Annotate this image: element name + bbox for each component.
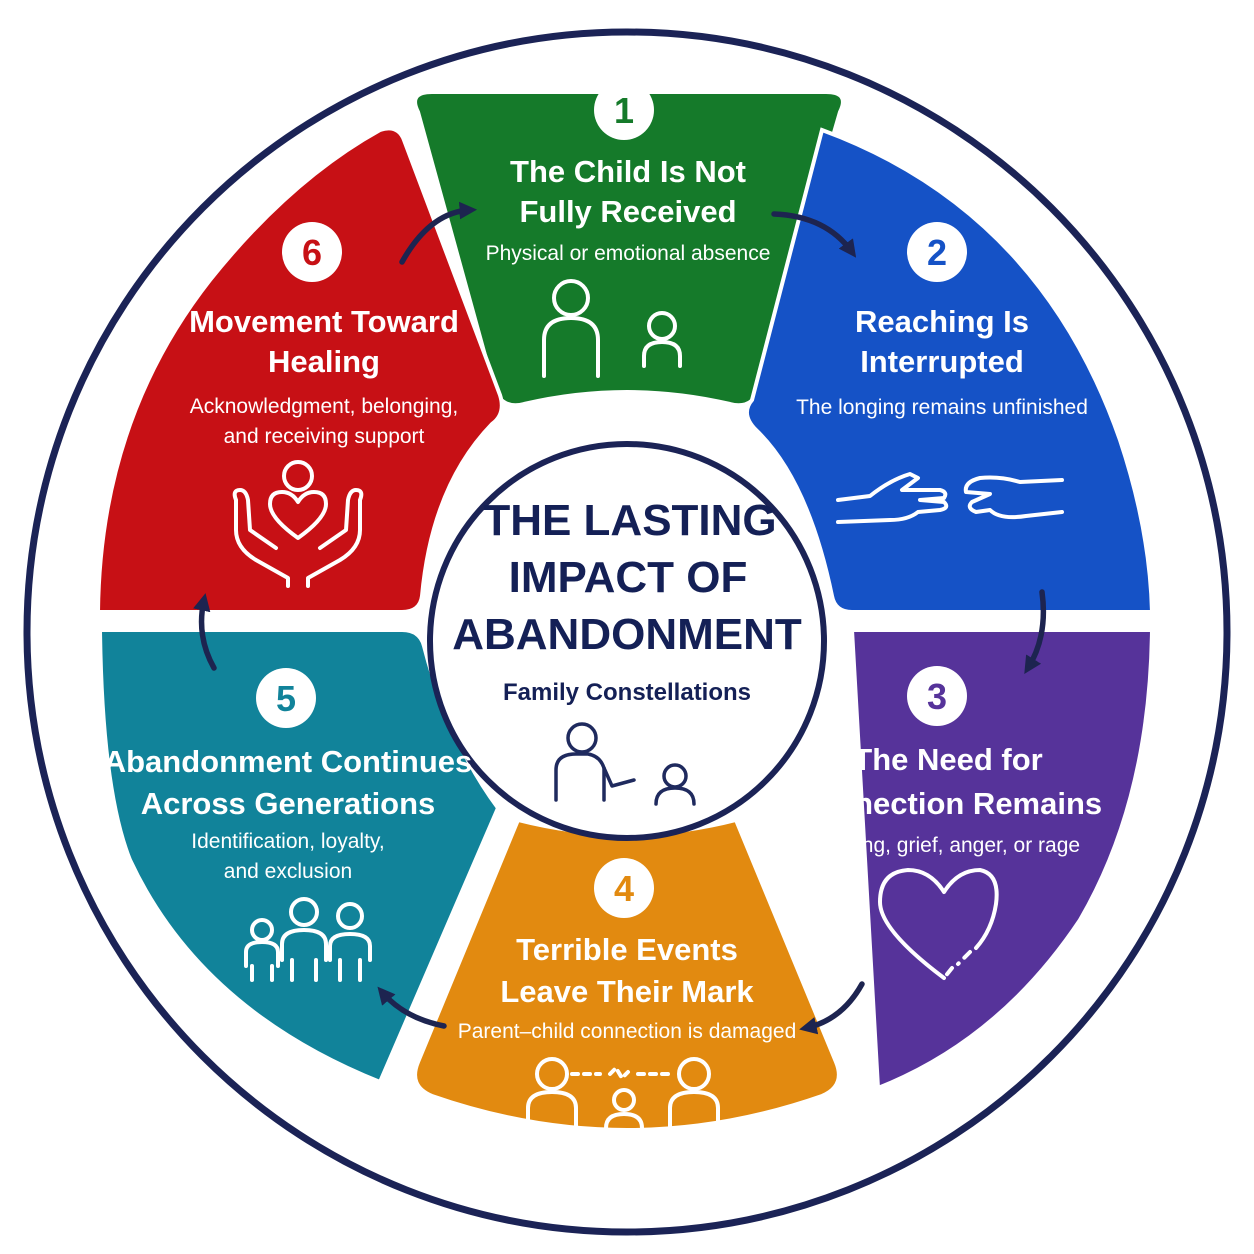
segment-1-subtitle-line-1: Physical or emotional absence bbox=[486, 242, 771, 265]
segment-2-title-line-1: Reaching Is bbox=[855, 304, 1029, 339]
center-title-line-2: IMPACT OF bbox=[509, 553, 748, 602]
segment-6-shape[interactable] bbox=[95, 126, 504, 614]
arrow-3-to-4 bbox=[799, 981, 865, 1035]
segment-4-number: 4 bbox=[614, 868, 634, 909]
segment-4-title-line-2: Leave Their Mark bbox=[500, 974, 754, 1009]
segment-2-title-line-2: Interrupted bbox=[860, 344, 1024, 379]
segment-4-badge bbox=[594, 858, 654, 918]
arrow-6-to-1 bbox=[399, 201, 478, 265]
segment-4-title-line-1: Terrible Events bbox=[516, 932, 738, 967]
segment-1-shape[interactable] bbox=[413, 90, 845, 408]
segment-2-badge bbox=[907, 222, 967, 282]
segment-3-badge bbox=[907, 666, 967, 726]
broken-family-link-icon bbox=[526, 1057, 720, 1140]
hands-holding-heart-icon bbox=[232, 460, 364, 588]
segment-6-subtitle-line-1: Acknowledgment, belonging, bbox=[190, 395, 459, 418]
segment-4-subtitle-line-1: Parent–child connection is damaged bbox=[458, 1020, 797, 1043]
broken-heart-icon bbox=[878, 868, 999, 980]
arrow-4-to-5 bbox=[377, 986, 447, 1029]
segment-6-subtitle-line-2: and receiving support bbox=[224, 425, 425, 448]
adult-and-child-icon bbox=[542, 279, 682, 378]
generations-icon bbox=[244, 897, 372, 982]
segment-1-title-line-1: The Child Is Not bbox=[510, 154, 746, 189]
segment-2-number: 2 bbox=[927, 232, 947, 273]
segment-5-title-line-2: Across Generations bbox=[141, 786, 436, 821]
segment-1-badge bbox=[594, 80, 654, 140]
segment-5-subtitle-line-1: Identification, loyalty, bbox=[191, 830, 384, 853]
segment-3-shape[interactable] bbox=[849, 628, 1155, 1091]
segment-6-title-line-1: Movement Toward bbox=[189, 304, 459, 339]
segment-6-title-line-2: Healing bbox=[268, 344, 380, 379]
center-title-line-3: ABANDONMENT bbox=[452, 610, 802, 659]
segment-3-subtitle-line-1: Waiting, grief, anger, or rage bbox=[816, 834, 1080, 857]
center-circle bbox=[427, 441, 827, 841]
arrow-5-to-6 bbox=[193, 593, 217, 671]
center-subtitle: Family Constellations bbox=[503, 679, 751, 706]
segment-3-title-line-2: Connection Remains bbox=[794, 786, 1102, 821]
segment-2-subtitle-line-1: The longing remains unfinished bbox=[796, 396, 1088, 419]
facilitator-and-child-icon bbox=[554, 722, 696, 806]
reaching-hands-icon bbox=[836, 472, 1064, 524]
segment-5-title-line-1: Abandonment Continues bbox=[104, 744, 473, 779]
segment-1-number: 1 bbox=[614, 90, 634, 131]
arrow-2-to-3 bbox=[1024, 589, 1047, 674]
segment-1-title-line-2: Fully Received bbox=[519, 194, 736, 229]
arrow-1-to-2 bbox=[771, 211, 857, 258]
segment-5-badge bbox=[256, 668, 316, 728]
center-title-line-1: THE LASTING bbox=[483, 496, 776, 545]
segment-5-subtitle-line-2: and exclusion bbox=[224, 860, 352, 883]
segment-5-number: 5 bbox=[276, 678, 296, 719]
segment-5-shape[interactable] bbox=[97, 628, 501, 1085]
segment-3-title-line-1: The Need for bbox=[853, 742, 1042, 777]
segment-3-number: 3 bbox=[927, 676, 947, 717]
segment-6-badge bbox=[282, 222, 342, 282]
segment-6-number: 6 bbox=[302, 232, 322, 273]
